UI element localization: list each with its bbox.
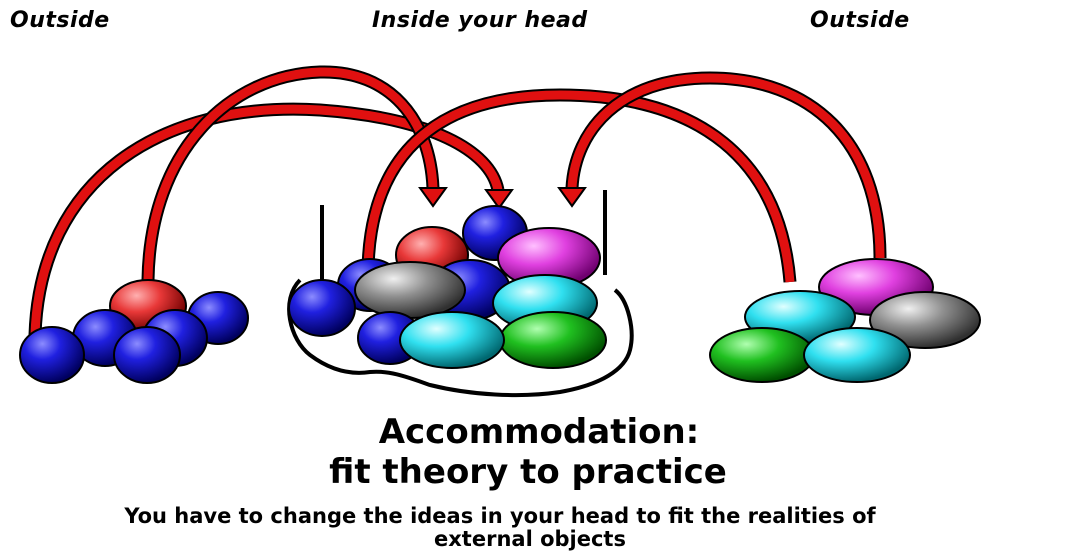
head-ball-group [289, 206, 606, 368]
blue-ball [20, 327, 84, 383]
diagram-title: Accommodation: [0, 412, 1079, 452]
arrow-right-inner [559, 78, 880, 258]
green-ball [710, 328, 814, 382]
cyan-ball [804, 328, 910, 382]
cyan-ball [400, 312, 504, 368]
right-ball-group [710, 259, 980, 382]
left-ball-group [20, 280, 248, 383]
caption-line-1: You have to change the ideas in your hea… [0, 504, 1040, 528]
green-ball [500, 312, 606, 368]
blue-ball [289, 280, 355, 336]
gray-ball [355, 262, 465, 318]
caption-line-2: external objects [0, 527, 1070, 551]
blue-ball [114, 327, 180, 383]
diagram-subtitle: fit theory to practice [0, 452, 1068, 492]
